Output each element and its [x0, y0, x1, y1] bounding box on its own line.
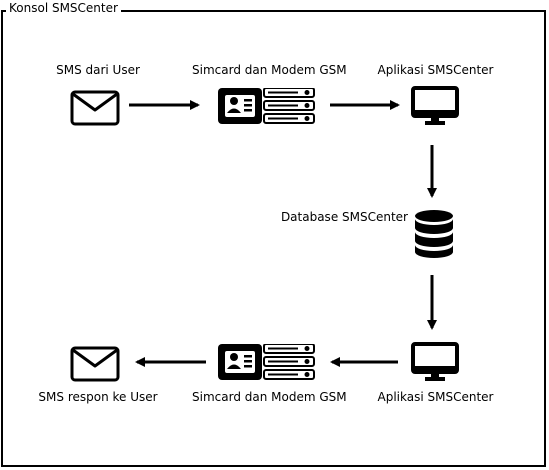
label-app-bottom: Aplikasi SMSCenter [377, 390, 494, 404]
label-sms-user: SMS dari User [56, 63, 140, 77]
label-modem-top: Simcard dan Modem GSM [192, 63, 347, 77]
monitor-icon [411, 86, 459, 125]
label-database: Database SMSCenter [280, 210, 408, 224]
label-modem-bottom: Simcard dan Modem GSM [192, 390, 347, 404]
envelope-icon [70, 90, 120, 126]
frame-title: Konsol SMSCenter [6, 1, 121, 15]
label-sms-reply: SMS respon ke User [38, 390, 158, 404]
console-frame [1, 10, 546, 467]
label-app-top: Aplikasi SMSCenter [377, 63, 494, 77]
database-icon [415, 210, 453, 258]
envelope-icon [70, 346, 120, 382]
monitor-icon [411, 342, 459, 381]
simcard-modem-icon [218, 88, 315, 124]
simcard-modem-icon [218, 344, 315, 380]
